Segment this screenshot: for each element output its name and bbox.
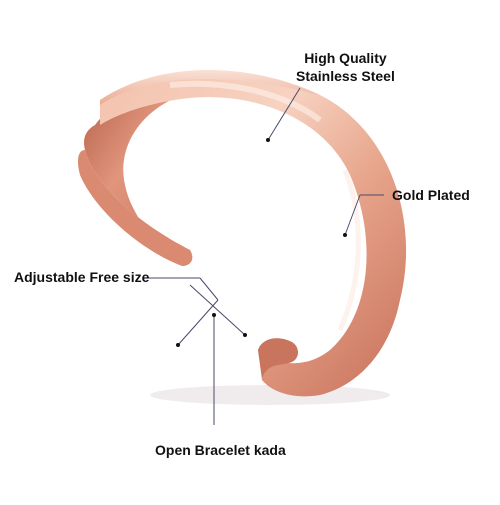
leader-adjust-d3 [189,284,246,336]
callout-open: Open Bracelet kada [155,442,286,458]
leader-plated-d [344,194,361,236]
callout-plated: Gold Plated [392,187,470,203]
bracelet-top-edge [100,70,320,105]
bracelet-left-end [77,150,193,266]
callout-adjustable: Adjustable Free size [14,269,150,285]
bracelet-inner-surface [84,85,200,262]
callout-quality: High Quality Stainless Steel [296,50,395,85]
leader-dots [176,138,347,347]
leader-quality [267,87,301,141]
leader-lines [146,87,384,425]
callout-quality-line1: High Quality [304,50,387,66]
leader-adjust-d2 [177,299,219,346]
bracelet-right-end [258,338,298,378]
bracelet-highlight [169,80,322,123]
leader-adjust-d1 [199,277,219,301]
bracelet-highlight-2 [337,169,361,332]
bracelet-outer-surface [100,70,407,397]
callout-quality-line2: Stainless Steel [296,67,395,84]
bracelet-shadow [150,385,390,405]
